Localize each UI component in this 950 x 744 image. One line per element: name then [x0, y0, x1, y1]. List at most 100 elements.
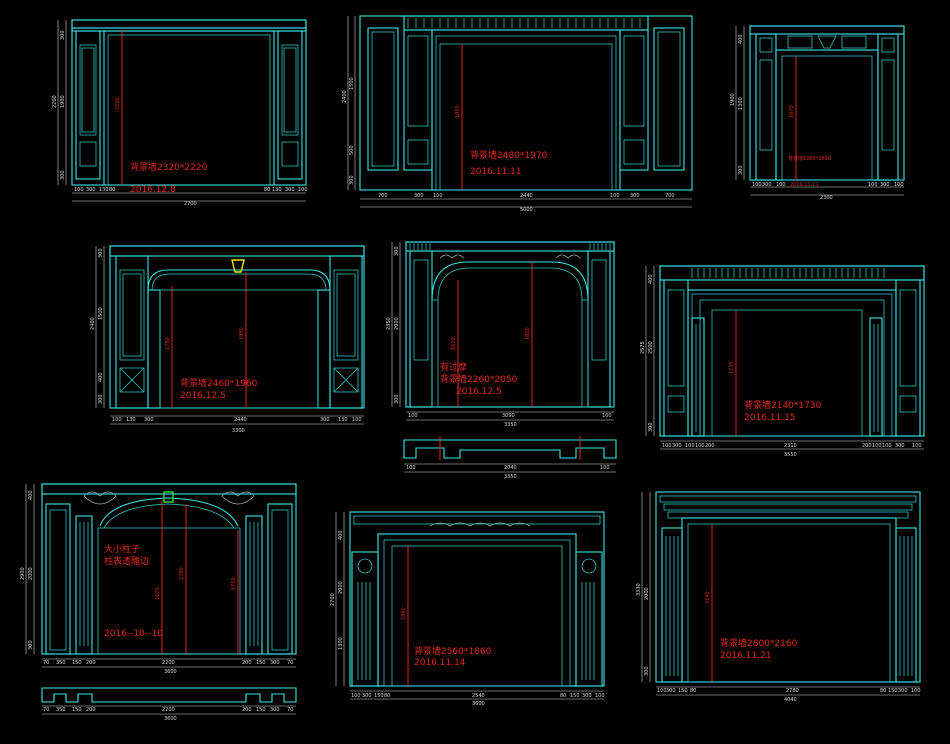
panel-8-date: 2016.11.14 — [414, 658, 466, 668]
svg-text:4040: 4040 — [784, 697, 797, 703]
svg-text:100: 100 — [602, 413, 612, 419]
svg-text:200: 200 — [86, 707, 96, 713]
svg-text:300: 300 — [60, 30, 66, 40]
svg-text:1670: 1670 — [789, 105, 795, 118]
svg-text:1950: 1950 — [455, 105, 461, 118]
svg-text:100: 100 — [298, 187, 308, 193]
svg-text:1670: 1670 — [155, 587, 161, 600]
svg-text:100: 100 — [912, 443, 922, 449]
panel-7-date: 2016--10--10 — [104, 629, 163, 639]
svg-text:100: 100 — [882, 443, 892, 449]
svg-text:100: 100 — [408, 413, 418, 419]
svg-text:130: 130 — [126, 417, 136, 423]
svg-text:70: 70 — [287, 707, 293, 713]
svg-text:1850: 1850 — [525, 327, 531, 340]
svg-text:100: 100 — [872, 443, 882, 449]
svg-text:2310: 2310 — [784, 443, 797, 449]
svg-text:100: 100 — [600, 465, 610, 471]
svg-text:300: 300 — [144, 417, 154, 423]
svg-text:100: 100 — [74, 187, 84, 193]
svg-text:130: 130 — [99, 187, 109, 193]
svg-text:100: 100 — [685, 443, 695, 449]
svg-text:3600: 3600 — [164, 669, 177, 675]
fireplace-elevation-1[interactable]: 2200 背景墙2320*2220 2016.12.8 2200 300 190… — [52, 19, 308, 207]
svg-text:200: 200 — [862, 443, 872, 449]
svg-text:100: 100 — [662, 443, 672, 449]
panel-4-date: 2016.12.5 — [180, 391, 226, 401]
svg-text:2000: 2000 — [28, 567, 34, 580]
svg-text:300: 300 — [285, 187, 295, 193]
panel-1-label: 背景墙2320*2220 — [130, 161, 208, 173]
fireplace-elevation-7[interactable]: 1670 2790 1750 大小柱子 柱表透雕边 2016--10--10 2… — [20, 483, 297, 722]
panel-4-label: 背景墙2460*1960 — [180, 377, 258, 389]
svg-text:1780: 1780 — [165, 337, 171, 350]
svg-text:300: 300 — [880, 182, 890, 188]
svg-text:350: 350 — [56, 707, 66, 713]
svg-text:2350: 2350 — [386, 317, 392, 330]
svg-text:1735: 1735 — [729, 361, 735, 374]
svg-text:100: 100 — [406, 465, 416, 471]
svg-text:2400: 2400 — [90, 317, 96, 330]
svg-text:300: 300 — [672, 443, 682, 449]
svg-text:3300: 3300 — [232, 428, 245, 434]
svg-text:400: 400 — [738, 34, 744, 44]
svg-text:300: 300 — [320, 417, 330, 423]
panel-7-label-line1: 大小柱子 — [104, 543, 140, 555]
svg-text:2400: 2400 — [342, 90, 348, 103]
svg-text:2140: 2140 — [705, 591, 711, 604]
fireplace-elevation-9[interactable]: 2140 背景墙2800*2160 2016.11.21 3330 2000 3… — [636, 491, 921, 703]
panel-9-date: 2016.11.21 — [720, 651, 772, 661]
svg-text:400: 400 — [338, 530, 344, 540]
svg-text:2440: 2440 — [234, 417, 247, 423]
svg-text:300: 300 — [895, 443, 905, 449]
fireplace-elevation-5[interactable]: 1650 1850 有过摩 背景墙2260*2050 2016.12.5 235… — [386, 241, 617, 480]
svg-text:300: 300 — [738, 165, 744, 175]
svg-text:2540: 2540 — [472, 693, 485, 699]
svg-text:300: 300 — [98, 394, 104, 404]
svg-text:300: 300 — [362, 693, 372, 699]
panel-5-label: 背景墙2260*2050 — [440, 373, 518, 385]
svg-text:300: 300 — [414, 193, 424, 199]
svg-text:2440: 2440 — [520, 193, 533, 199]
svg-text:100: 100 — [894, 182, 904, 188]
panel-2-label: 背景墙2480*1970 — [470, 149, 548, 161]
svg-text:1300: 1300 — [338, 637, 344, 650]
panel-6-label: 背景墙2140*1730 — [744, 399, 822, 411]
svg-text:100: 100 — [695, 443, 705, 449]
fireplace-elevation-8[interactable]: 1860 背景墙2560*1860 2016.11.14 2700 400 20… — [330, 511, 605, 707]
svg-text:150: 150 — [888, 688, 898, 694]
fireplace-elevation-3[interactable]: 1670 背景墙1260*1690 1900 400 1300 300 100 … — [730, 25, 905, 201]
svg-text:70: 70 — [43, 660, 49, 666]
svg-text:3600: 3600 — [472, 701, 485, 707]
svg-text:80: 80 — [560, 693, 566, 699]
svg-text:1950: 1950 — [239, 327, 245, 340]
svg-text:300: 300 — [86, 187, 96, 193]
svg-text:300: 300 — [666, 688, 676, 694]
svg-text:1900: 1900 — [60, 95, 66, 108]
svg-text:1750: 1750 — [231, 577, 237, 590]
svg-text:2200: 2200 — [162, 660, 175, 666]
svg-text:1650: 1650 — [451, 337, 457, 350]
svg-text:130: 130 — [338, 417, 348, 423]
svg-text:200: 200 — [242, 707, 252, 713]
svg-text:150: 150 — [374, 693, 384, 699]
fireplace-elevation-4[interactable]: 1780 1950 背景墙2460*1960 2016.12.5 2400 30… — [90, 245, 365, 434]
svg-text:1500: 1500 — [349, 77, 355, 90]
svg-text:2575: 2575 — [640, 341, 646, 354]
svg-text:2900: 2900 — [20, 567, 26, 580]
svg-text:2000: 2000 — [394, 317, 400, 330]
svg-text:1300: 1300 — [738, 97, 744, 110]
svg-text:80: 80 — [690, 688, 696, 694]
fireplace-elevation-2[interactable]: 1950 背景墙2480*1970 2016.11.11 2400 1500 5… — [342, 15, 693, 213]
svg-text:100: 100 — [657, 688, 667, 694]
svg-text:80: 80 — [109, 187, 115, 193]
panel-1-date: 2016.12.8 — [130, 185, 176, 195]
fireplace-elevation-6[interactable]: 1735 背景墙2140*1730 2016.11.15 2575 400 25… — [640, 265, 925, 458]
svg-text:2700: 2700 — [330, 593, 336, 606]
svg-text:2000: 2000 — [338, 581, 344, 594]
svg-text:80: 80 — [384, 693, 390, 699]
svg-text:300: 300 — [582, 693, 592, 699]
svg-text:300: 300 — [394, 246, 400, 256]
svg-text:200: 200 — [86, 660, 96, 666]
panel-1-opening: 2200 — [115, 97, 121, 110]
